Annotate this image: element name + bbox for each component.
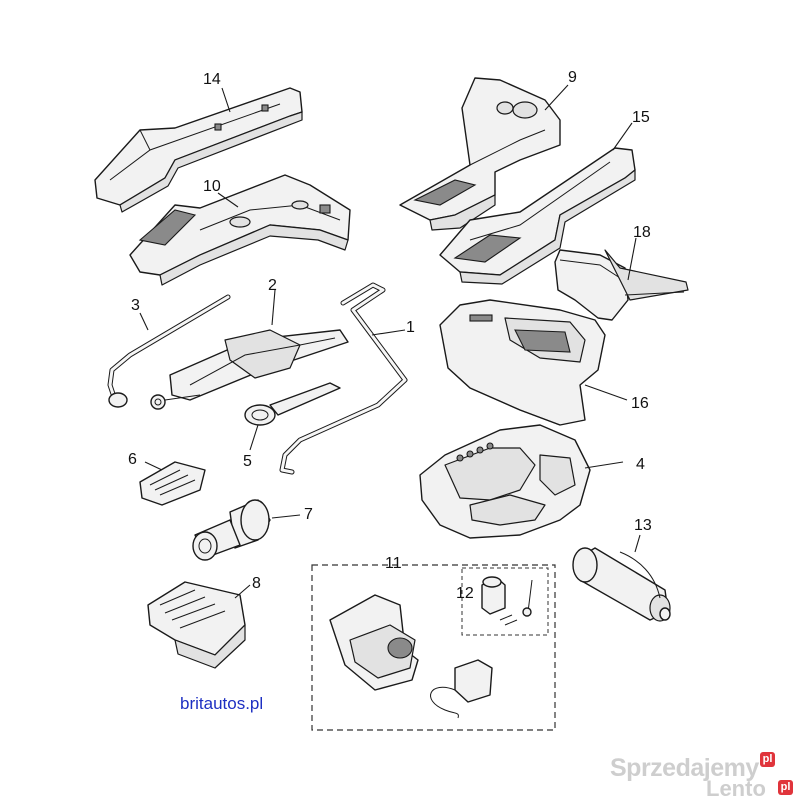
callout-14: 14 — [203, 71, 221, 88]
callout-5: 5 — [243, 453, 252, 470]
part-18-safety-glasses — [554, 249, 689, 321]
part-7-adaptor — [192, 499, 271, 561]
part-16-foam-holder — [439, 299, 606, 426]
callout-8: 8 — [252, 575, 261, 592]
callout-numbers: 14 9 15 10 18 2 3 1 16 5 6 4 7 13 11 8 1… — [128, 69, 652, 602]
watermark-badge: pl — [760, 752, 775, 767]
callout-10: 10 — [203, 178, 221, 195]
watermark-line2: Lento — [706, 776, 766, 801]
part-14-tray — [94, 87, 303, 213]
callout-3: 3 — [131, 297, 140, 314]
part-4-wheel-well-tray — [419, 424, 591, 539]
callout-6: 6 — [128, 451, 137, 468]
source-site-label: britautos.pl — [180, 694, 264, 713]
part-6-jack-pad — [139, 461, 206, 506]
watermark-line1: Sprzedajemy — [610, 754, 759, 782]
callout-16: 16 — [631, 395, 649, 412]
part-8-wheel-chock — [147, 581, 246, 669]
callout-18: 18 — [633, 224, 651, 241]
callout-15: 15 — [632, 109, 650, 126]
watermark-badge-2: pl — [778, 780, 793, 795]
part-15-long-tray — [439, 147, 636, 285]
callout-12: 12 — [456, 585, 474, 602]
part-10-foam-insert — [129, 174, 351, 286]
part-1-jack-handle — [279, 282, 408, 475]
part-12-sealant-kit — [461, 567, 549, 636]
part-9-foam-insert — [399, 77, 561, 231]
callout-7: 7 — [304, 506, 313, 523]
callout-13: 13 — [634, 517, 652, 534]
callout-11: 11 — [385, 555, 402, 572]
leader-lines — [139, 84, 641, 599]
part-3-wheel-brace — [107, 294, 231, 408]
part-5-towing-eye — [244, 382, 341, 426]
callout-1: 1 — [406, 319, 415, 336]
part-13-canister — [572, 547, 671, 622]
callout-9: 9 — [568, 69, 577, 86]
part-2-scissor-jack — [150, 329, 349, 410]
callout-2: 2 — [268, 277, 277, 294]
callout-4: 4 — [636, 456, 645, 473]
part-11-repair-kit — [311, 564, 556, 731]
